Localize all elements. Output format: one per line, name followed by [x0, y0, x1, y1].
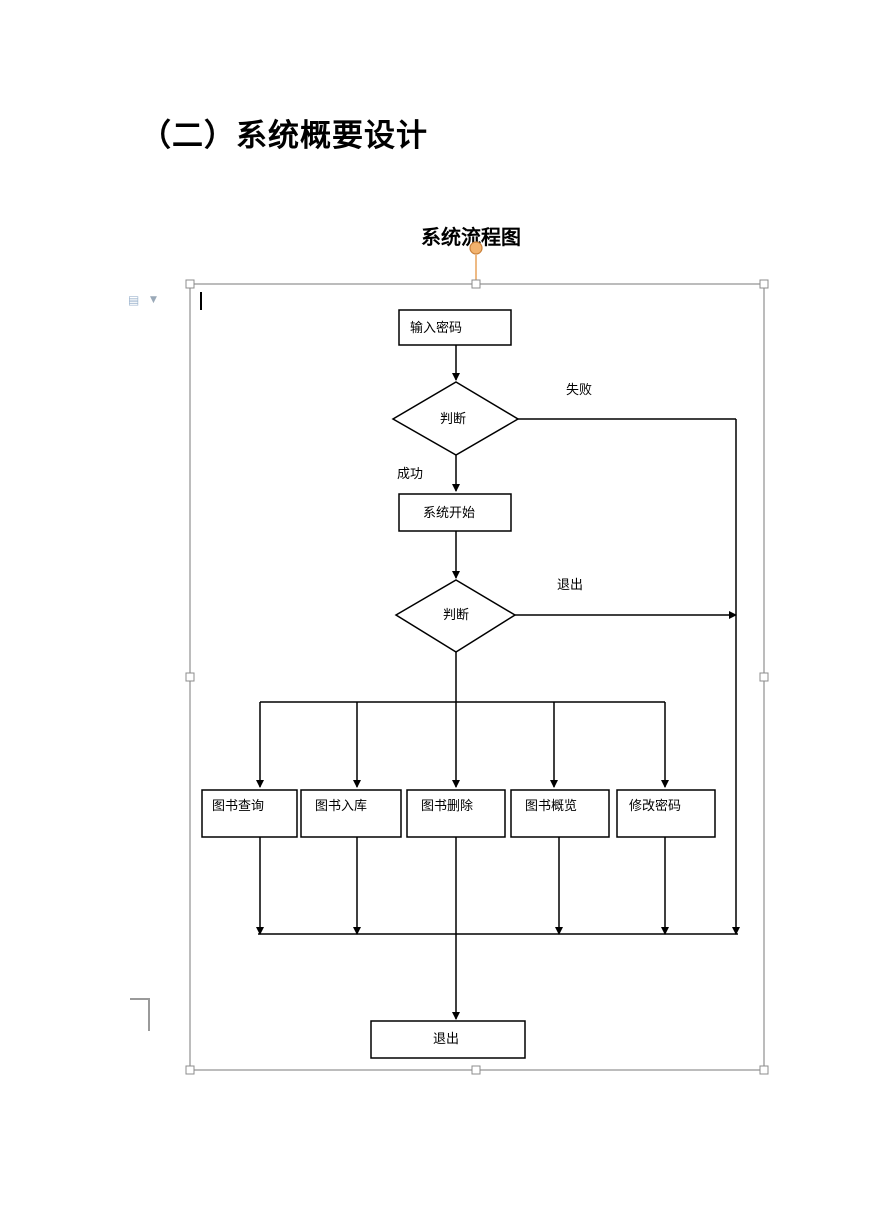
edge-label-success: 成功 [397, 467, 423, 482]
node-system-start [398, 493, 512, 532]
node-label-book-delete: 图书删除 [421, 799, 473, 814]
resize-handle-top-left[interactable] [185, 279, 195, 289]
resize-handle-top[interactable] [471, 279, 481, 289]
node-change-password [616, 789, 716, 838]
resize-handle-bottom-left[interactable] [185, 1065, 195, 1075]
text-cursor [200, 292, 202, 310]
selection-frame[interactable] [189, 255, 765, 1071]
node-label-system-start: 系统开始 [423, 506, 475, 521]
resize-handle-right[interactable] [759, 672, 769, 682]
edge-label-fail: 失败 [566, 383, 592, 398]
resize-handle-bottom[interactable] [471, 1065, 481, 1075]
resize-handle-left[interactable] [185, 672, 195, 682]
node-label-decision-menu: 判断 [443, 608, 469, 623]
flow-labels: 输入密码 判断 成功 失败 系统开始 判断 退出 图书查询 图书入库 图书删除 … [212, 320, 681, 1047]
rotate-handle[interactable] [469, 241, 483, 255]
section-heading: （二）系统概要设计 [140, 118, 428, 154]
node-decision-menu [394, 579, 517, 653]
crop-mark [130, 998, 150, 1031]
node-label-book-browse: 图书概览 [525, 798, 577, 814]
node-label-book-stock-in: 图书入库 [315, 798, 367, 814]
resize-handle-bottom-right[interactable] [759, 1065, 769, 1075]
node-book-stock-in [300, 789, 402, 838]
node-exit [370, 1020, 526, 1059]
node-decision-login [391, 381, 520, 456]
node-book-delete [406, 789, 506, 838]
node-label-exit: 退出 [433, 1032, 459, 1047]
node-label-change-password: 修改密码 [629, 798, 681, 814]
node-label-input-password: 输入密码 [410, 320, 462, 336]
node-input-password [398, 309, 512, 346]
node-label-decision-login: 判断 [440, 412, 466, 427]
resize-handle-top-right[interactable] [759, 279, 769, 289]
node-label-book-query: 图书查询 [212, 799, 264, 814]
anchor-icon[interactable]: ▤ [128, 293, 140, 307]
chevron-down-icon[interactable]: ▼ [150, 295, 157, 305]
flow-connectors [256, 345, 740, 1020]
node-book-browse [510, 789, 610, 838]
edge-label-exit: 退出 [557, 578, 583, 593]
node-book-query [201, 789, 298, 838]
